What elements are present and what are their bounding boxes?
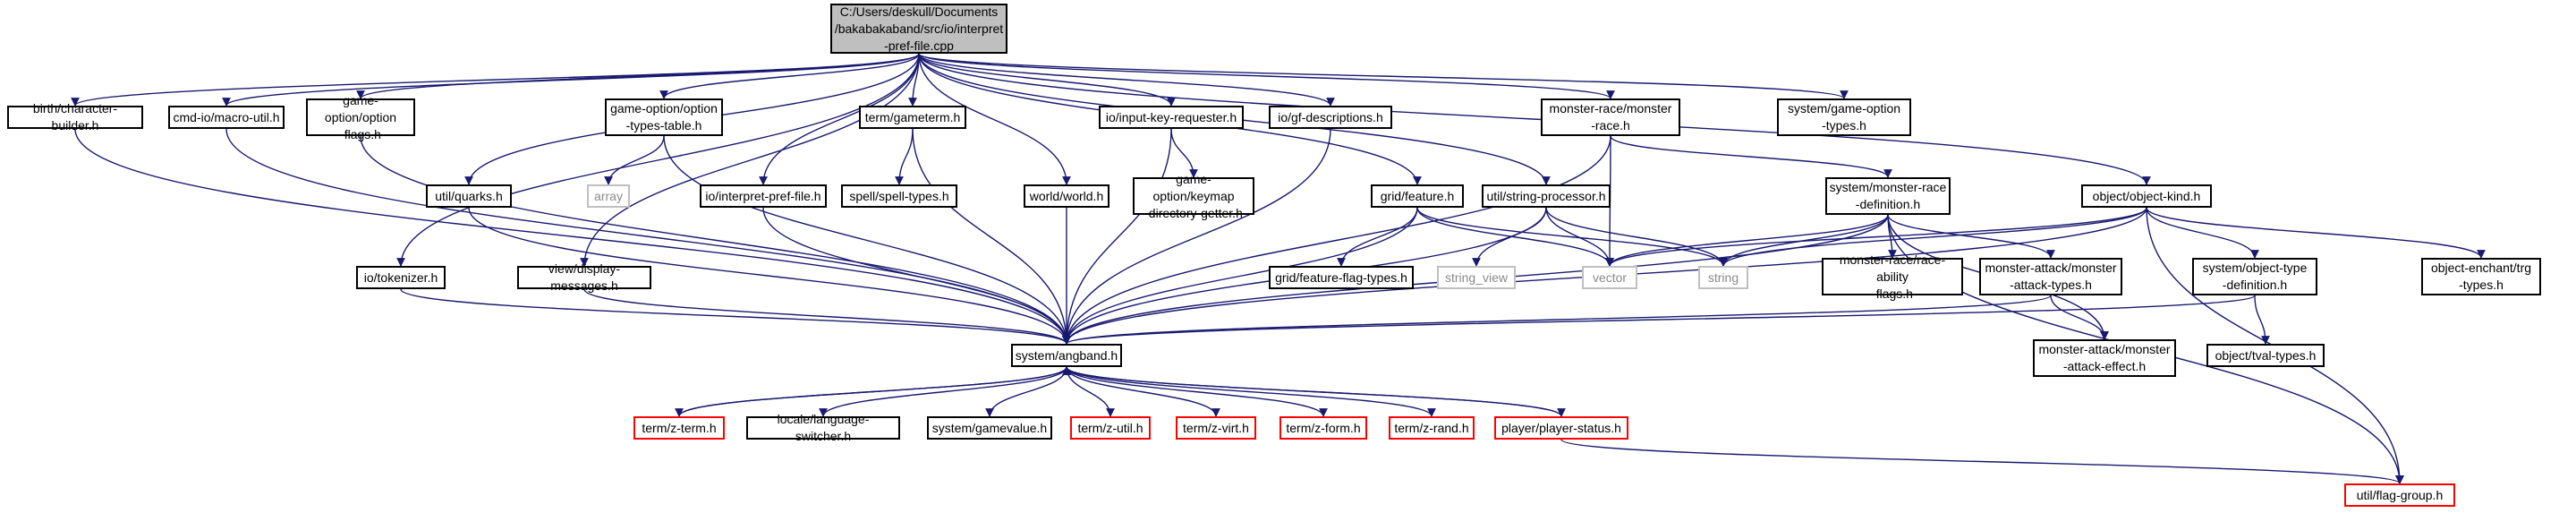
edge-opttypes-array — [604, 135, 665, 185]
node-raceability[interactable]: monster-race/race-ability -flags.h — [1822, 252, 1963, 301]
edge-feature-featflag — [1337, 207, 1418, 267]
node-feature[interactable]: grid/feature.h — [1371, 184, 1464, 208]
edge-root-dispmsg — [580, 53, 920, 267]
edge-root-world — [918, 53, 1071, 185]
edge-monrace-angband — [1062, 135, 1611, 345]
edge-root-gfdesc — [918, 53, 1335, 107]
edge-objkind-enchant — [2146, 207, 2486, 259]
edge-root-gameterm — [908, 53, 920, 107]
node-zrand[interactable]: term/z-rand.h — [1389, 416, 1475, 440]
edge-inputkey-keymap — [1170, 128, 1198, 178]
edge-root-monrace — [918, 53, 1615, 99]
edge-feature-angband — [1062, 207, 1418, 345]
node-strview: string_view — [1437, 266, 1516, 289]
edge-root-sysopt — [918, 53, 1849, 99]
edge-objkind-vector — [1605, 207, 2147, 267]
edge-birth-angband — [74, 128, 1071, 345]
node-monrace[interactable]: monster-race/monster -race.h — [1541, 98, 1680, 136]
edge-monracedef-atktypes — [1887, 214, 2055, 259]
edge-root-opttypes — [659, 53, 920, 99]
node-tval[interactable]: object/tval-types.h — [2206, 344, 2325, 367]
node-root: C:/Users/deskull/Documents /bakabakaband… — [830, 4, 1007, 54]
node-zvirt[interactable]: term/z-virt.h — [1176, 416, 1256, 440]
edge-objkind-objtype — [2146, 207, 2259, 259]
edge-root-optflags — [356, 53, 920, 99]
node-gameterm[interactable]: term/gameterm.h — [859, 106, 966, 129]
node-zterm[interactable]: term/z-term.h — [633, 416, 725, 440]
node-gfdesc[interactable]: io/gf-descriptions.h — [1269, 106, 1392, 129]
edge-pstatus-angband — [1062, 366, 1562, 417]
node-gamevalue[interactable]: system/gamevalue.h — [927, 416, 1052, 440]
edge-feature-vector — [1416, 207, 1614, 267]
node-atkeffect[interactable]: monster-attack/monster -attack-effect.h — [2033, 339, 2176, 377]
node-flaggroup[interactable]: util/flag-group.h — [2344, 483, 2455, 507]
node-macro[interactable]: cmd-io/macro-util.h — [168, 106, 285, 129]
edge-gfdesc-angband — [1062, 128, 1331, 345]
edge-angband-zrand — [1066, 366, 1436, 417]
node-quarks[interactable]: util/quarks.h — [426, 184, 512, 208]
node-interpret[interactable]: io/interpret-pref-file.h — [700, 184, 827, 208]
node-optflags[interactable]: game-option/option -flags.h — [306, 93, 415, 141]
edge-gameterm-angband — [912, 128, 1071, 345]
edge-interpret-angband — [762, 207, 1071, 345]
node-angband[interactable]: system/angband.h — [1011, 344, 1122, 367]
node-keymap[interactable]: game-option/keymap -directory-getter.h — [1133, 172, 1254, 220]
edge-inputkey-angband — [1062, 128, 1172, 345]
node-locale[interactable]: locale/language-switcher.h — [746, 412, 900, 443]
node-featflag[interactable]: grid/feature-flag-types.h — [1269, 266, 1414, 289]
edge-angband-gamevalue — [985, 366, 1067, 417]
edge-gameterm-spelltypes — [895, 128, 914, 185]
node-atktypes[interactable]: monster-attack/monster -attack-types.h — [1979, 258, 2122, 295]
node-dispmsg[interactable]: view/display-messages.h — [517, 261, 651, 293]
node-zutil[interactable]: term/z-util.h — [1070, 416, 1151, 440]
node-objkind[interactable]: object/object-kind.h — [2081, 184, 2212, 208]
edge-dispmsg-angband — [583, 288, 1071, 345]
node-opttypes[interactable]: game-option/option -types-table.h — [605, 98, 723, 136]
edge-quarks-angband — [468, 207, 1071, 345]
edge-monracedef-vector — [1605, 214, 1889, 267]
edge-root-birth — [71, 53, 920, 107]
node-world[interactable]: world/world.h — [1024, 184, 1109, 208]
edge-objkind-string — [1719, 207, 2147, 267]
node-enchant[interactable]: object-enchant/trg -types.h — [2421, 258, 2541, 295]
edge-zterm-angband — [678, 366, 1071, 417]
edge-feature-string — [1416, 207, 1728, 267]
edge-opttypes-angband — [663, 135, 1071, 345]
edge-root-interpret — [759, 53, 920, 185]
edge-angband-locale — [819, 366, 1067, 417]
edge-angband-zvirt — [1066, 366, 1220, 417]
node-sysopt[interactable]: system/game-option -types.h — [1777, 98, 1911, 136]
node-monracedef[interactable]: system/monster-race -definition.h — [1825, 177, 1951, 215]
node-inputkey[interactable]: io/input-key-requester.h — [1099, 106, 1244, 129]
node-zform[interactable]: term/z-form.h — [1279, 416, 1367, 440]
edge-macro-angband — [225, 128, 1071, 345]
edge-atktypes-atkeffect — [2050, 295, 2109, 340]
node-birth[interactable]: birth/character-builder.h — [7, 101, 143, 133]
edge-root-tokenizer — [396, 53, 920, 267]
edge-angband-zutil — [1066, 366, 1115, 417]
node-pstatus[interactable]: player/player-status.h — [1494, 416, 1628, 440]
edge-root-objkind — [918, 53, 2151, 185]
node-vector: vector — [1582, 266, 1637, 289]
edge-strproc-vector — [1545, 207, 1614, 267]
node-objtype[interactable]: system/object-type -definition.h — [2192, 258, 2317, 295]
edge-objtype-tval — [2254, 295, 2270, 345]
edge-angband-zform — [1066, 366, 1328, 417]
edge-pstatus-flaggroup — [1560, 439, 2404, 484]
edge-monrace-monracedef — [1610, 135, 1892, 178]
node-string: string — [1698, 266, 1748, 289]
edge-optflags-angband — [360, 135, 1071, 345]
edge-atktypes-angband — [1062, 295, 2052, 345]
node-spelltypes[interactable]: spell/spell-types.h — [841, 184, 957, 208]
node-tokenizer[interactable]: io/tokenizer.h — [356, 266, 446, 289]
node-array: array — [587, 184, 630, 208]
node-strproc[interactable]: util/string-processor.h — [1482, 184, 1611, 208]
edge-objtype-angband — [1062, 295, 2256, 345]
edge-strproc-string — [1545, 207, 1728, 267]
edge-tokenizer-angband — [400, 288, 1071, 345]
